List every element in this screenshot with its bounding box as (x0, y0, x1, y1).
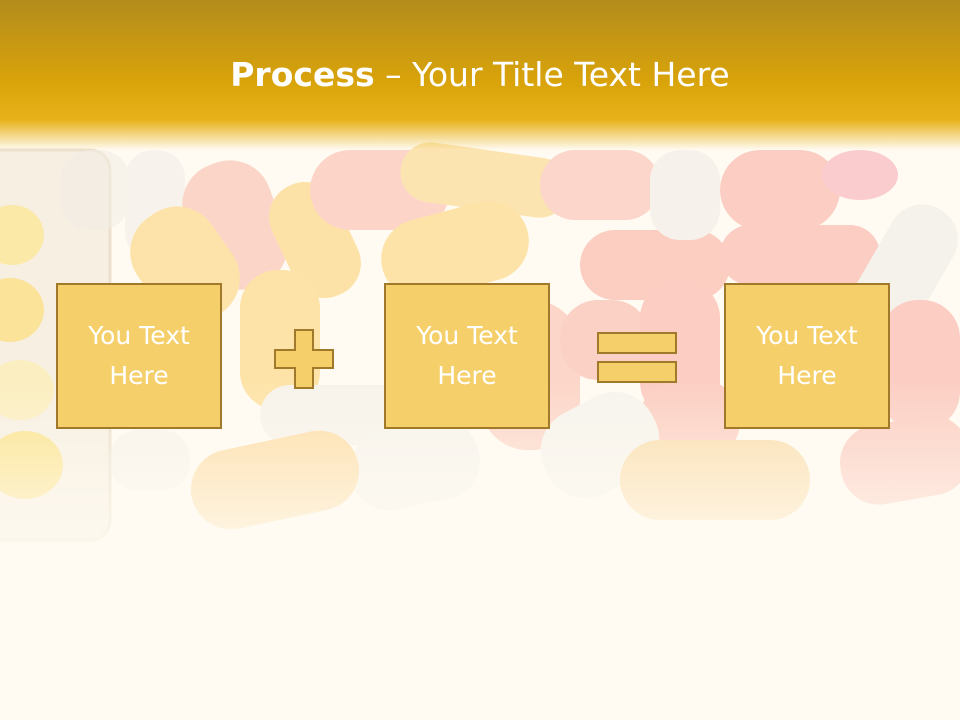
text-box-2[interactable]: You Text Here (384, 283, 550, 429)
equals-icon (597, 332, 677, 383)
text-box-1[interactable]: You Text Here (56, 283, 222, 429)
title-bold: Process (230, 55, 375, 94)
title-rest: – Your Title Text Here (374, 55, 730, 94)
plus-icon (274, 329, 334, 389)
slide-title: Process – Your Title Text Here (0, 52, 960, 98)
text-box-3[interactable]: You Text Here (724, 283, 890, 429)
title-banner (0, 0, 960, 150)
